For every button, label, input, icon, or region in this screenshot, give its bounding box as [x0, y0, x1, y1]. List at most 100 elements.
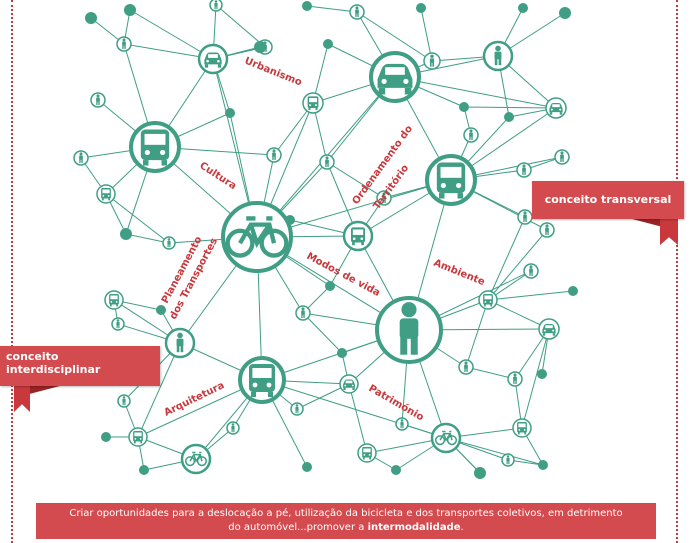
- footer-line2: do automóvel...promover a intermodalidad…: [36, 521, 656, 535]
- network-dot: [225, 108, 235, 118]
- network-node: [295, 305, 311, 321]
- banner-conceito-interdisciplinar: conceito interdisciplinar: [0, 346, 160, 386]
- network-node: [395, 417, 409, 431]
- network-node: [111, 317, 125, 331]
- footer-line2-prefix: do automóvel...promover a: [228, 522, 368, 533]
- network-node: [302, 92, 324, 114]
- network-node: [180, 443, 212, 475]
- network-node: [375, 296, 443, 364]
- network-link: [129, 9, 214, 60]
- network-node: [319, 154, 335, 170]
- network-link: [487, 299, 550, 330]
- network-dot: [85, 12, 97, 24]
- network-dot: [302, 1, 312, 11]
- network-node: [339, 374, 359, 394]
- network-node: [538, 318, 560, 340]
- network-dot: [568, 286, 578, 296]
- network-node: [425, 154, 477, 206]
- banner-conceito-transversal: conceito transversal: [532, 181, 684, 219]
- network-link: [125, 233, 170, 244]
- network-dot: [156, 305, 166, 315]
- network-link: [487, 290, 574, 301]
- label-arquitetura: Arquitetura: [162, 380, 226, 419]
- network-link: [348, 383, 368, 454]
- network-node: [523, 263, 539, 279]
- label-urbanismo: Urbanismo: [243, 56, 304, 89]
- label-ambiente: Ambiente: [432, 258, 487, 289]
- network-node: [117, 394, 131, 408]
- network-dot: [101, 432, 111, 442]
- network-node: [478, 290, 498, 310]
- network-node: [226, 421, 240, 435]
- network-node: [90, 92, 106, 108]
- network-node: [357, 443, 377, 463]
- banner-interdisciplinar-line1: conceito: [6, 350, 59, 363]
- network-node: [129, 121, 181, 173]
- label-cultura: Cultura: [197, 160, 238, 192]
- network-node: [545, 97, 567, 119]
- network-dot: [325, 281, 335, 291]
- frame-border-right: [676, 0, 678, 543]
- network-node: [516, 162, 532, 178]
- network-dot: [337, 348, 347, 358]
- network-dot: [391, 465, 401, 475]
- network-node: [116, 36, 132, 52]
- network-dot: [538, 460, 548, 470]
- network-node: [96, 184, 116, 204]
- network-dot: [559, 7, 571, 19]
- banner-ribbon-tail: [14, 386, 30, 412]
- network-link: [215, 4, 266, 48]
- network-link: [326, 161, 385, 199]
- network-node: [164, 327, 196, 359]
- network-dot: [124, 4, 136, 16]
- network-edges: [80, 4, 574, 474]
- frame-border-left: [11, 0, 13, 543]
- network-node: [266, 147, 282, 163]
- network-node: [458, 359, 474, 375]
- network-node: [482, 40, 514, 72]
- network-link: [302, 312, 343, 354]
- network-link: [487, 216, 526, 301]
- network-link: [137, 342, 181, 438]
- network-link: [465, 366, 516, 380]
- footer-line1: Criar oportunidades para a deslocação a …: [69, 508, 623, 519]
- network-link: [306, 5, 358, 13]
- network-node: [369, 51, 421, 103]
- network-node: [73, 150, 89, 166]
- network-node: [238, 356, 286, 404]
- network-link: [521, 328, 550, 429]
- network-node: [507, 371, 523, 387]
- network-dot: [139, 465, 149, 475]
- network-node: [197, 43, 229, 75]
- network-node: [209, 0, 223, 12]
- network-dot: [537, 369, 547, 379]
- network-nodes: [73, 0, 578, 479]
- footer-line2-suffix: .: [460, 522, 464, 533]
- network-link: [356, 11, 433, 62]
- network-dot: [302, 462, 312, 472]
- network-dot: [518, 3, 528, 13]
- network-node: [290, 402, 304, 416]
- network-link: [394, 76, 557, 109]
- network-dot: [459, 102, 469, 112]
- network-link: [105, 193, 170, 244]
- network-link: [273, 102, 314, 156]
- network-node: [128, 427, 148, 447]
- network-dot: [474, 467, 486, 479]
- network-dot: [323, 39, 333, 49]
- network-link: [445, 437, 544, 466]
- network-node: [554, 149, 570, 165]
- label-patrimonio: Património: [367, 382, 427, 423]
- network-node: [501, 453, 515, 467]
- network-link: [487, 229, 548, 301]
- network-node: [162, 236, 176, 250]
- network-dot: [254, 41, 266, 53]
- network-node: [376, 190, 392, 206]
- network-node: [430, 422, 462, 454]
- network-node: [463, 127, 479, 143]
- footer-statement: Criar oportunidades para a deslocação a …: [36, 503, 656, 539]
- network-node: [423, 52, 441, 70]
- network-link: [465, 299, 489, 368]
- network-node: [539, 222, 555, 238]
